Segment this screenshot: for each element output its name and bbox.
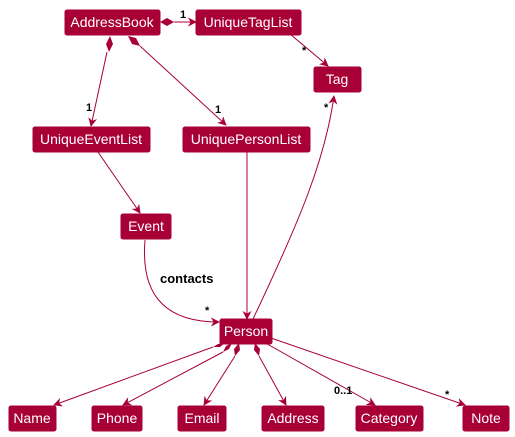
mult-addressbook-eventlist: 1 bbox=[86, 102, 92, 114]
class-email[interactable]: Email bbox=[177, 405, 227, 432]
class-phone[interactable]: Phone bbox=[91, 405, 143, 432]
edge-uniqueeventlist-event bbox=[97, 151, 141, 214]
class-note-label: Note bbox=[471, 410, 501, 426]
mult-person-note: * bbox=[445, 389, 450, 401]
edge-person-phone bbox=[122, 351, 224, 406]
composition-diamond-person-email bbox=[234, 343, 240, 356]
mult-addressbook-personlist: 1 bbox=[215, 104, 221, 116]
edge-person-tag bbox=[252, 95, 338, 320]
edge-person-category bbox=[261, 340, 376, 406]
classes: AddressBook UniqueTagList Tag UniqueEven… bbox=[8, 9, 510, 432]
class-category-label: Category bbox=[361, 410, 418, 426]
class-uniquepersonlist-label: UniquePersonList bbox=[191, 131, 302, 147]
edge-addressbook-uniqueeventlist bbox=[88, 51, 108, 127]
mult-event-person: * bbox=[205, 305, 210, 317]
composition-diamond-addressbook-taglist bbox=[160, 18, 174, 26]
class-addressbook-label: AddressBook bbox=[70, 14, 154, 30]
class-event-label: Event bbox=[128, 218, 164, 234]
class-person-label: Person bbox=[224, 323, 268, 339]
edge-addressbook-uniquepersonlist bbox=[139, 45, 227, 126]
class-email-label: Email bbox=[184, 410, 219, 426]
edge-person-note bbox=[267, 336, 466, 407]
class-name-label: Name bbox=[13, 410, 51, 426]
composition-diamond-person-phone bbox=[223, 343, 232, 352]
class-name[interactable]: Name bbox=[8, 405, 57, 432]
mult-addressbook-taglist: 1 bbox=[180, 9, 186, 21]
mult-person-category: 0..1 bbox=[334, 385, 352, 397]
mult-person-tag: * bbox=[324, 102, 329, 114]
composition-diamond-addressbook-personlist bbox=[128, 36, 140, 46]
class-tag[interactable]: Tag bbox=[313, 66, 362, 93]
class-tag-label: Tag bbox=[326, 71, 349, 87]
class-uniqueeventlist[interactable]: UniqueEventList bbox=[32, 126, 151, 153]
class-address[interactable]: Address bbox=[261, 405, 325, 432]
class-note[interactable]: Note bbox=[462, 405, 510, 432]
class-phone-label: Phone bbox=[97, 410, 138, 426]
class-uniquetaglist[interactable]: UniqueTagList bbox=[195, 9, 302, 36]
class-uniqueeventlist-label: UniqueEventList bbox=[40, 131, 142, 147]
class-uniquepersonlist[interactable]: UniquePersonList bbox=[182, 126, 311, 153]
class-uniquetaglist-label: UniqueTagList bbox=[204, 14, 293, 30]
edges: 1 * 1 1 * contacts * bbox=[53, 9, 466, 407]
composition-diamond-addressbook-eventlist bbox=[106, 36, 113, 52]
edge-person-address bbox=[258, 355, 287, 406]
edge-uniquetaglist-tag bbox=[289, 33, 329, 67]
edge-person-name bbox=[53, 346, 214, 407]
composition-diamond-person-address bbox=[254, 343, 260, 356]
label-contacts: contacts bbox=[160, 271, 213, 286]
class-person[interactable]: Person bbox=[219, 318, 273, 345]
edge-person-email bbox=[203, 355, 236, 406]
class-address-label: Address bbox=[267, 410, 318, 426]
mult-taglist-tag: * bbox=[302, 45, 307, 57]
edge-event-person bbox=[143, 239, 220, 327]
class-addressbook[interactable]: AddressBook bbox=[64, 9, 161, 36]
class-category[interactable]: Category bbox=[355, 405, 424, 432]
class-event[interactable]: Event bbox=[120, 213, 172, 240]
